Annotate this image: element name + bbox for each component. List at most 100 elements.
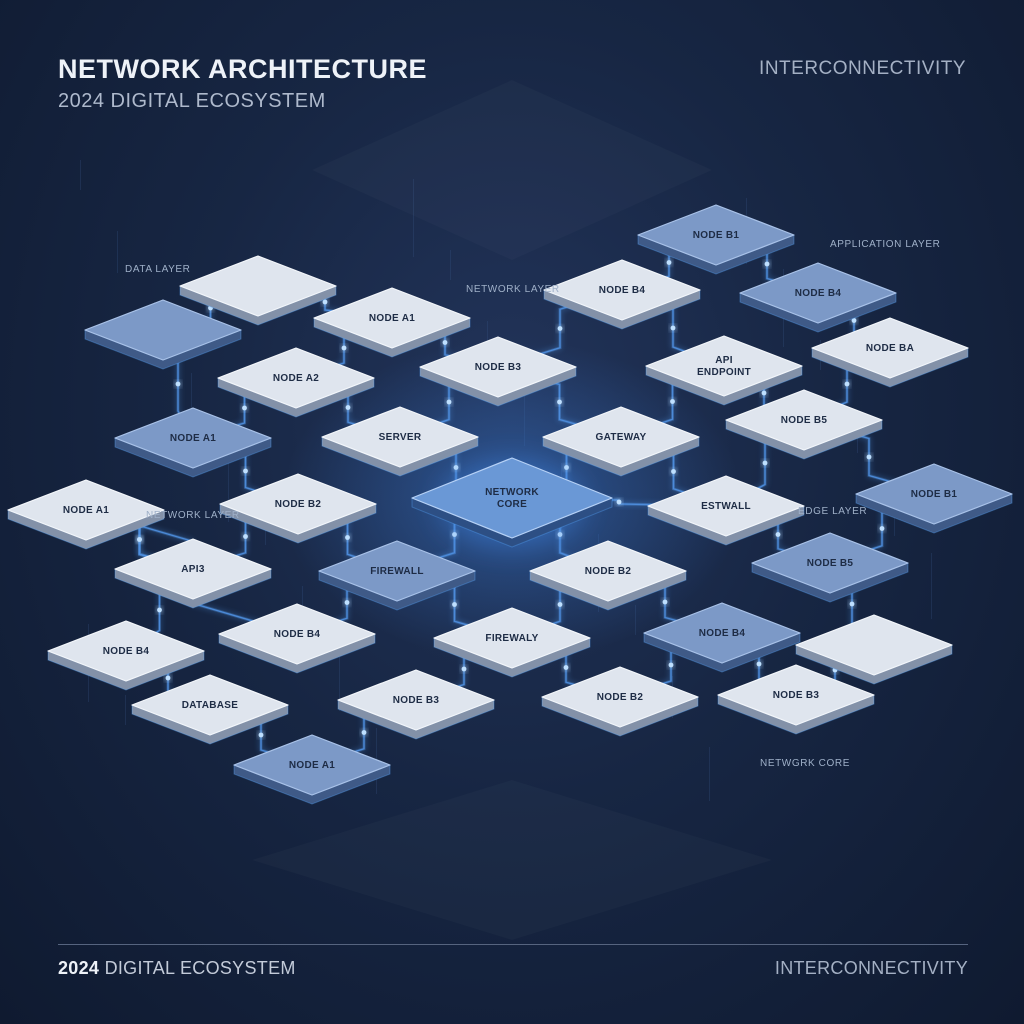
node-label: NODE BA: [866, 343, 914, 354]
signal-dot: [756, 661, 762, 667]
signal-dot: [175, 381, 181, 387]
node-face: [643, 602, 801, 664]
layer-label: NETWORK LAYER: [466, 284, 560, 295]
footer-divider: [58, 944, 968, 945]
signal-dot: [662, 599, 668, 605]
signal-dot: [137, 537, 142, 542]
signal-dot: [670, 325, 676, 331]
node: NODE A1: [233, 734, 391, 805]
node-label: FIREWALL: [370, 566, 424, 577]
node: NODE BA: [811, 317, 969, 388]
node-label: NODE B1: [911, 489, 958, 500]
node: NODE B4: [643, 602, 801, 673]
signal-dot: [452, 532, 457, 537]
layer-label: DATA LAYER: [125, 264, 190, 275]
node-face: [47, 620, 205, 682]
node-face: [7, 479, 165, 541]
node-label: NODE B4: [274, 629, 321, 640]
signal-dot: [851, 318, 857, 323]
signal-dot: [322, 299, 328, 305]
node: NODE B5: [725, 389, 883, 460]
node-face: [114, 407, 272, 469]
bg-streak: [339, 657, 340, 711]
node-label: GATEWAY: [596, 432, 647, 443]
node: NODE B1: [637, 204, 795, 275]
layer-label: NETWGRK CORE: [760, 758, 850, 769]
node: NODE A1: [7, 479, 165, 550]
signal-dot: [866, 454, 872, 460]
node-face: [233, 734, 391, 796]
signal-dot: [242, 405, 247, 411]
signal-dot: [563, 665, 569, 670]
node: NODE A2: [217, 347, 375, 418]
node: GATEWAY: [542, 406, 700, 477]
node-face: [337, 669, 495, 731]
node-face: [313, 287, 471, 349]
node: SERVER: [321, 406, 479, 477]
node-label: NODE A2: [273, 373, 319, 384]
node: [84, 299, 242, 370]
node-label: NODE B3: [773, 690, 820, 701]
bg-streak: [117, 231, 118, 273]
node: NODE B4: [739, 262, 897, 333]
node-face: [637, 204, 795, 266]
layer-label: EDGE LAYER: [798, 506, 867, 517]
bg-streak: [125, 695, 126, 725]
signal-dot: [668, 662, 674, 668]
signal-dot: [616, 499, 622, 505]
page-title: NETWORK ARCHITECTURE: [58, 54, 427, 84]
footer-right: INTERCONNECTIVITY: [774, 958, 968, 978]
node: NODE B2: [529, 540, 687, 611]
node: DATABASE: [131, 674, 289, 745]
signal-dot: [557, 326, 563, 331]
node: ESTWALL: [647, 475, 805, 546]
signal-dot: [345, 405, 351, 410]
signal-dot: [557, 399, 562, 405]
node-face: [419, 336, 577, 398]
signal-dot: [557, 602, 563, 607]
node-label: DATABASE: [182, 700, 239, 711]
signal-dot: [461, 666, 467, 672]
signal-dot: [341, 345, 347, 351]
node-label: NODE B2: [585, 566, 632, 577]
node-label: NODE B4: [699, 628, 746, 639]
node: NODE B4: [218, 603, 376, 674]
signal-dot: [243, 468, 248, 474]
node: NODE A1: [114, 407, 272, 478]
node-face: [542, 406, 700, 468]
node-label: NODE B2: [275, 499, 322, 510]
node-face: [179, 255, 337, 317]
node-label: NODE A1: [369, 313, 415, 324]
bg-streak: [228, 444, 229, 522]
signal-dot: [446, 399, 452, 405]
footer-year: 2024: [58, 958, 100, 978]
node-face: [321, 406, 479, 468]
node-label: API3: [181, 564, 205, 575]
node-face: [725, 389, 883, 451]
node-label: NODE B4: [103, 646, 150, 657]
node-face: [411, 457, 613, 539]
signal-dot: [849, 601, 855, 607]
node-face: [795, 614, 953, 676]
signal-dot: [671, 469, 676, 474]
node: NODE B5: [751, 532, 909, 603]
node-face: [433, 607, 591, 669]
signal-dot: [775, 532, 781, 537]
signal-dot: [165, 675, 171, 681]
node-label: NODE B5: [807, 558, 854, 569]
layer-label: NETWORK LAYER: [146, 510, 240, 521]
node: FIREWALY: [433, 607, 591, 678]
signal-dot: [666, 260, 672, 265]
signal-dot: [442, 340, 448, 345]
node-face: [855, 463, 1013, 525]
bg-streak: [413, 179, 414, 257]
node-face: [645, 335, 803, 397]
bg-streak: [709, 747, 710, 801]
node: FIREWALL: [318, 540, 476, 611]
signal-dot: [670, 399, 675, 404]
